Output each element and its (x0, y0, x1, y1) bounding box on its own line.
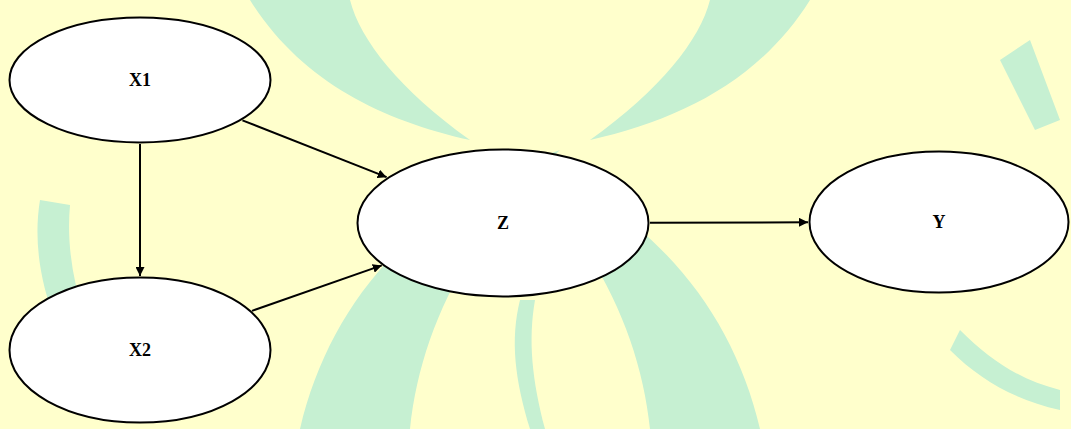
watermark-leaf (590, 0, 810, 140)
ellipse-shape (358, 150, 649, 297)
variable-label: X2 (129, 340, 151, 361)
arrow-connector (139, 144, 141, 276)
watermark-leaf (250, 0, 470, 140)
variable-label: X1 (129, 70, 151, 91)
variable-label: Y (933, 212, 946, 233)
ellipse-node: Z (356, 148, 650, 298)
ellipse-node: X1 (8, 16, 272, 144)
watermark-arc (950, 330, 1060, 410)
ellipse-shape (810, 152, 1069, 293)
arrow-connector (650, 221, 808, 223)
watermark-arc (1000, 40, 1060, 130)
arrow-connector (252, 265, 382, 310)
ellipse-shape (10, 278, 271, 423)
ellipse-shape (10, 18, 271, 143)
ellipse-node: Y (808, 150, 1070, 294)
watermark-stem (515, 300, 545, 429)
ellipse-node: X2 (8, 276, 272, 424)
variable-label: Z (497, 213, 509, 234)
arrow-connector (242, 120, 386, 177)
